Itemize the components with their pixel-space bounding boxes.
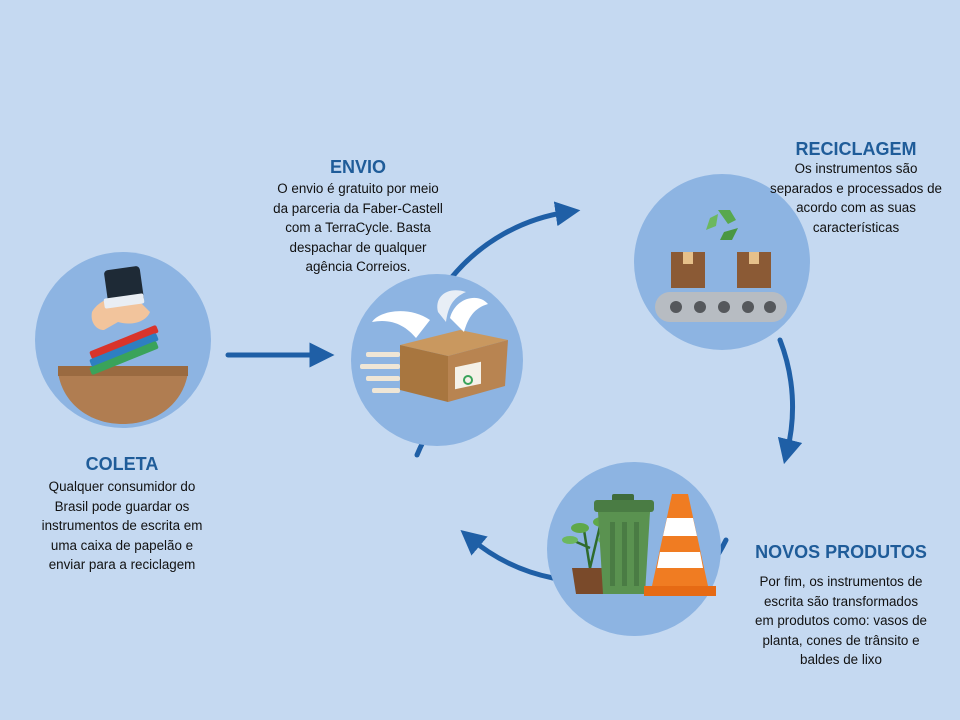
- step-envio-description: O envio é gratuito por meio da parceria …: [260, 179, 456, 277]
- description-line: da parceria da Faber-Castell: [273, 200, 443, 216]
- description-line: separados e processados de: [770, 180, 942, 196]
- description-line: com a TerraCycle. Basta: [285, 220, 431, 235]
- description-line: baldes de lixo: [800, 652, 882, 667]
- step-envio-title: ENVIO: [329, 157, 386, 177]
- hand-dropping-pencils-into-box-icon: [35, 252, 211, 428]
- description-line: escrita são transformados: [763, 593, 919, 609]
- step-coleta-title: COLETA: [85, 454, 159, 474]
- step-reciclagem-title: RECICLAGEM: [795, 139, 917, 159]
- step-reciclagem-description: Os instrumentos são separados e processa…: [756, 159, 956, 237]
- description-line: instrumentos de escrita em: [41, 518, 203, 533]
- step-coleta: COLETA Qualquer consumidor do Brasil pod…: [22, 454, 222, 575]
- step-novos-produtos-description: Por fim, os instrumentos de escrita são …: [728, 572, 954, 670]
- description-line: despachar de qualquer: [289, 239, 427, 255]
- plant-trash-bin-traffic-cone-icon: [547, 462, 721, 636]
- description-line: Brasil pode guardar os: [54, 498, 190, 514]
- winged-package-icon: [351, 274, 523, 446]
- description-line: Por fim, os instrumentos de: [759, 574, 923, 589]
- step-envio: ENVIO O envio é gratuito por meio da par…: [260, 157, 456, 277]
- arrow-reciclagem-to-novos: [777, 337, 803, 465]
- arrow-envio-to-reciclagem: [449, 201, 581, 280]
- description-line: Os instrumentos são: [794, 161, 918, 176]
- step-coleta-description: Qualquer consumidor do Brasil pode guard…: [22, 477, 222, 575]
- cycle-arrows: [225, 201, 803, 593]
- description-line: planta, cones de trânsito e: [762, 632, 920, 648]
- arrow-novos-to-envio: [460, 529, 556, 581]
- step-novos-produtos: NOVOS PRODUTOS Por fim, os instrumentos …: [728, 542, 954, 670]
- description-line: Qualquer consumidor do: [48, 479, 196, 494]
- step-reciclagem: RECICLAGEM Os instrumentos são separados…: [756, 139, 956, 237]
- step-novos-produtos-title: NOVOS PRODUTOS: [755, 542, 927, 562]
- description-line: em produtos como: vasos de: [755, 613, 927, 628]
- description-line: acordo com as suas: [796, 200, 916, 215]
- description-line: uma caixa de papelão e: [50, 537, 194, 553]
- description-line: agência Correios.: [305, 259, 411, 274]
- description-line: O envio é gratuito por meio: [277, 181, 439, 196]
- description-line: características: [812, 219, 900, 235]
- conveyor-belt-recycling-icon: [634, 174, 810, 350]
- description-line: enviar para a reciclagem: [48, 557, 196, 572]
